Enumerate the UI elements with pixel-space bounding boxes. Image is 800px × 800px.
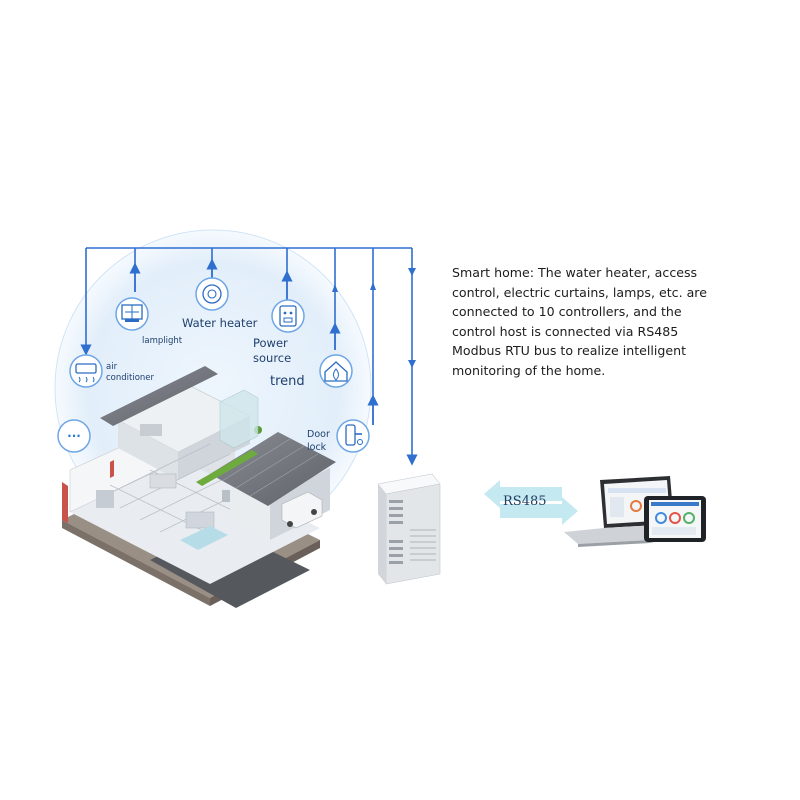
- lamplight-label: lamplight: [142, 336, 183, 346]
- door-lock-icon: [336, 419, 370, 453]
- power-source-label: Power source: [253, 336, 291, 366]
- house-illustration: [62, 366, 336, 608]
- controller-module: [377, 473, 441, 585]
- water-heater-label: Water heater: [182, 316, 258, 330]
- tablet-icon: [644, 496, 706, 542]
- more-icon: [57, 419, 91, 453]
- description-line-6: monitoring of the home.: [452, 362, 606, 378]
- house-leaf-icon: [319, 354, 353, 388]
- power-source-label-line2: source: [253, 351, 292, 365]
- door-lock-label-line1: Door: [307, 429, 330, 440]
- door-lock-label-line2: lock: [307, 442, 327, 453]
- rs485-arrow: [484, 480, 578, 525]
- description-line-3: connected to 10 controllers, and the: [452, 304, 682, 319]
- air-conditioner-icon: [69, 354, 103, 388]
- rs485-label: RS485: [503, 494, 547, 509]
- air-conditioner-label-line2: conditioner: [106, 373, 155, 383]
- air-conditioner-label: air conditioner: [106, 362, 154, 384]
- door-lock-label: Door lock: [307, 428, 330, 454]
- water-heater-icon: [195, 277, 229, 311]
- description-line-5: Modbus RTU bus to realize intelligent: [452, 343, 687, 358]
- lamp-icon: [115, 297, 149, 331]
- power-source-label-line1: Power: [253, 336, 288, 350]
- more-icon-label: ...: [67, 426, 81, 440]
- power-socket-icon: [271, 299, 305, 333]
- description-line-2: control, electric curtains, lamps, etc. …: [452, 284, 707, 300]
- description-line-4: control host is connected via RS485: [452, 323, 679, 339]
- description-line-1: Smart home: The water heater, access: [452, 265, 698, 280]
- air-conditioner-label-line1: air: [106, 362, 118, 372]
- description-text: Smart home: The water heater, access con…: [452, 263, 722, 380]
- bus-lines: [80, 247, 418, 466]
- trend-label: trend: [270, 374, 305, 389]
